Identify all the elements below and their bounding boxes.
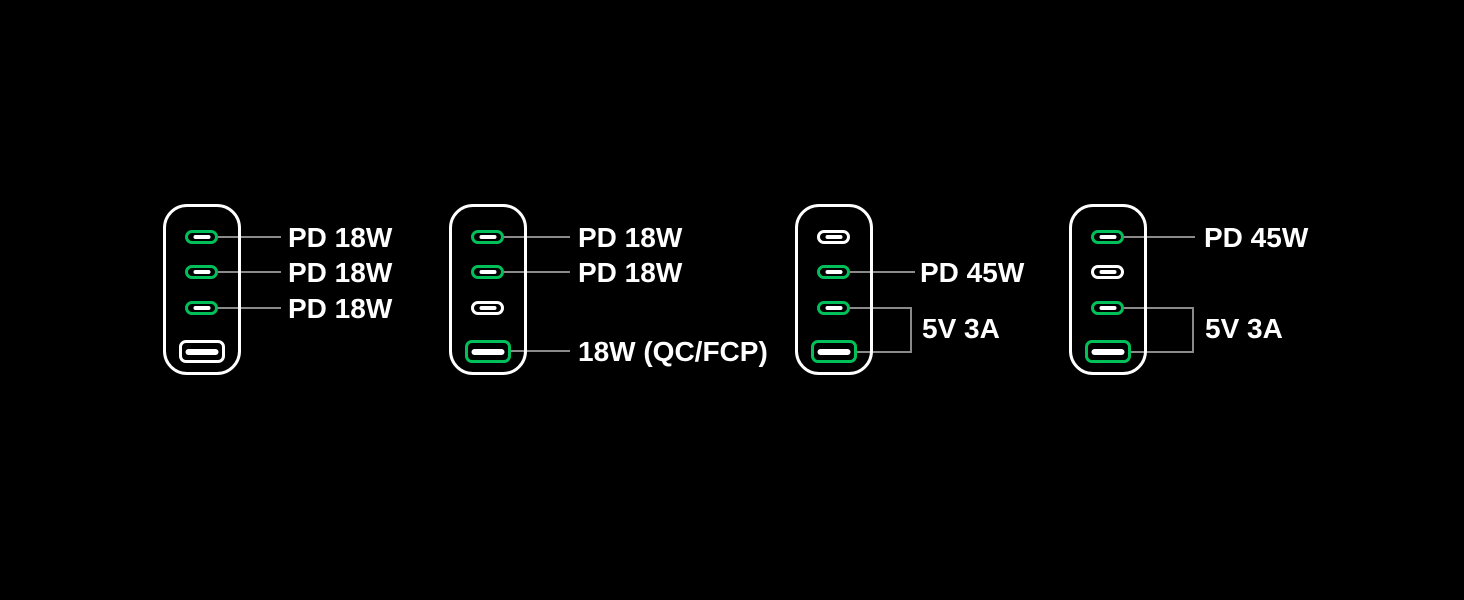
group-power-label: 5V 3A [922, 313, 1000, 344]
connector-line [504, 271, 570, 273]
charger-3-usb-c-port-2 [817, 265, 850, 279]
port-power-label: PD 18W [288, 257, 393, 288]
charger-1-usb-c-port-3 [185, 301, 218, 315]
connector-line [218, 236, 281, 238]
group-bracket-line [857, 351, 912, 353]
charger-1-usb-c-port-1 [185, 230, 218, 244]
port-power-label: PD 18W [578, 257, 683, 288]
charger-3-body-outline [795, 204, 873, 375]
port-power-label: PD 45W [1204, 222, 1309, 253]
charger-4-usb-c-port-1 [1091, 230, 1124, 244]
connector-line [218, 307, 281, 309]
charger-2-body-outline [449, 204, 527, 375]
charger-3-usb-c-port-1 [817, 230, 850, 244]
group-bracket-line [1131, 351, 1194, 353]
charger-1-usb-a-port [179, 340, 225, 363]
group-bracket-line [850, 307, 912, 309]
port-power-label: 18W (QC/FCP) [578, 336, 768, 367]
connector-line [218, 271, 281, 273]
charger-4-usb-a-port [1085, 340, 1131, 363]
charger-2-usb-c-port-2 [471, 265, 504, 279]
port-power-label: PD 18W [578, 222, 683, 253]
connector-line [1124, 236, 1195, 238]
connector-line [850, 271, 915, 273]
charger-3-usb-c-port-3 [817, 301, 850, 315]
charger-1-usb-c-port-2 [185, 265, 218, 279]
port-power-label: PD 18W [288, 293, 393, 324]
charger-4-body-outline [1069, 204, 1147, 375]
connector-line [504, 236, 570, 238]
charger-3-usb-a-port [811, 340, 857, 363]
charger-2-usb-c-port-3 [471, 301, 504, 315]
group-bracket-line [910, 307, 912, 353]
charger-2-usb-c-port-1 [471, 230, 504, 244]
port-power-label: PD 18W [288, 222, 393, 253]
group-power-label: 5V 3A [1205, 313, 1283, 344]
group-bracket-line [1192, 307, 1194, 353]
group-bracket-line [1124, 307, 1194, 309]
charger-1-body-outline [163, 204, 241, 375]
charger-4-usb-c-port-2 [1091, 265, 1124, 279]
connector-line [511, 350, 570, 352]
charger-4-usb-c-port-3 [1091, 301, 1124, 315]
charger-2-usb-a-port [465, 340, 511, 363]
port-power-label: PD 45W [920, 257, 1025, 288]
